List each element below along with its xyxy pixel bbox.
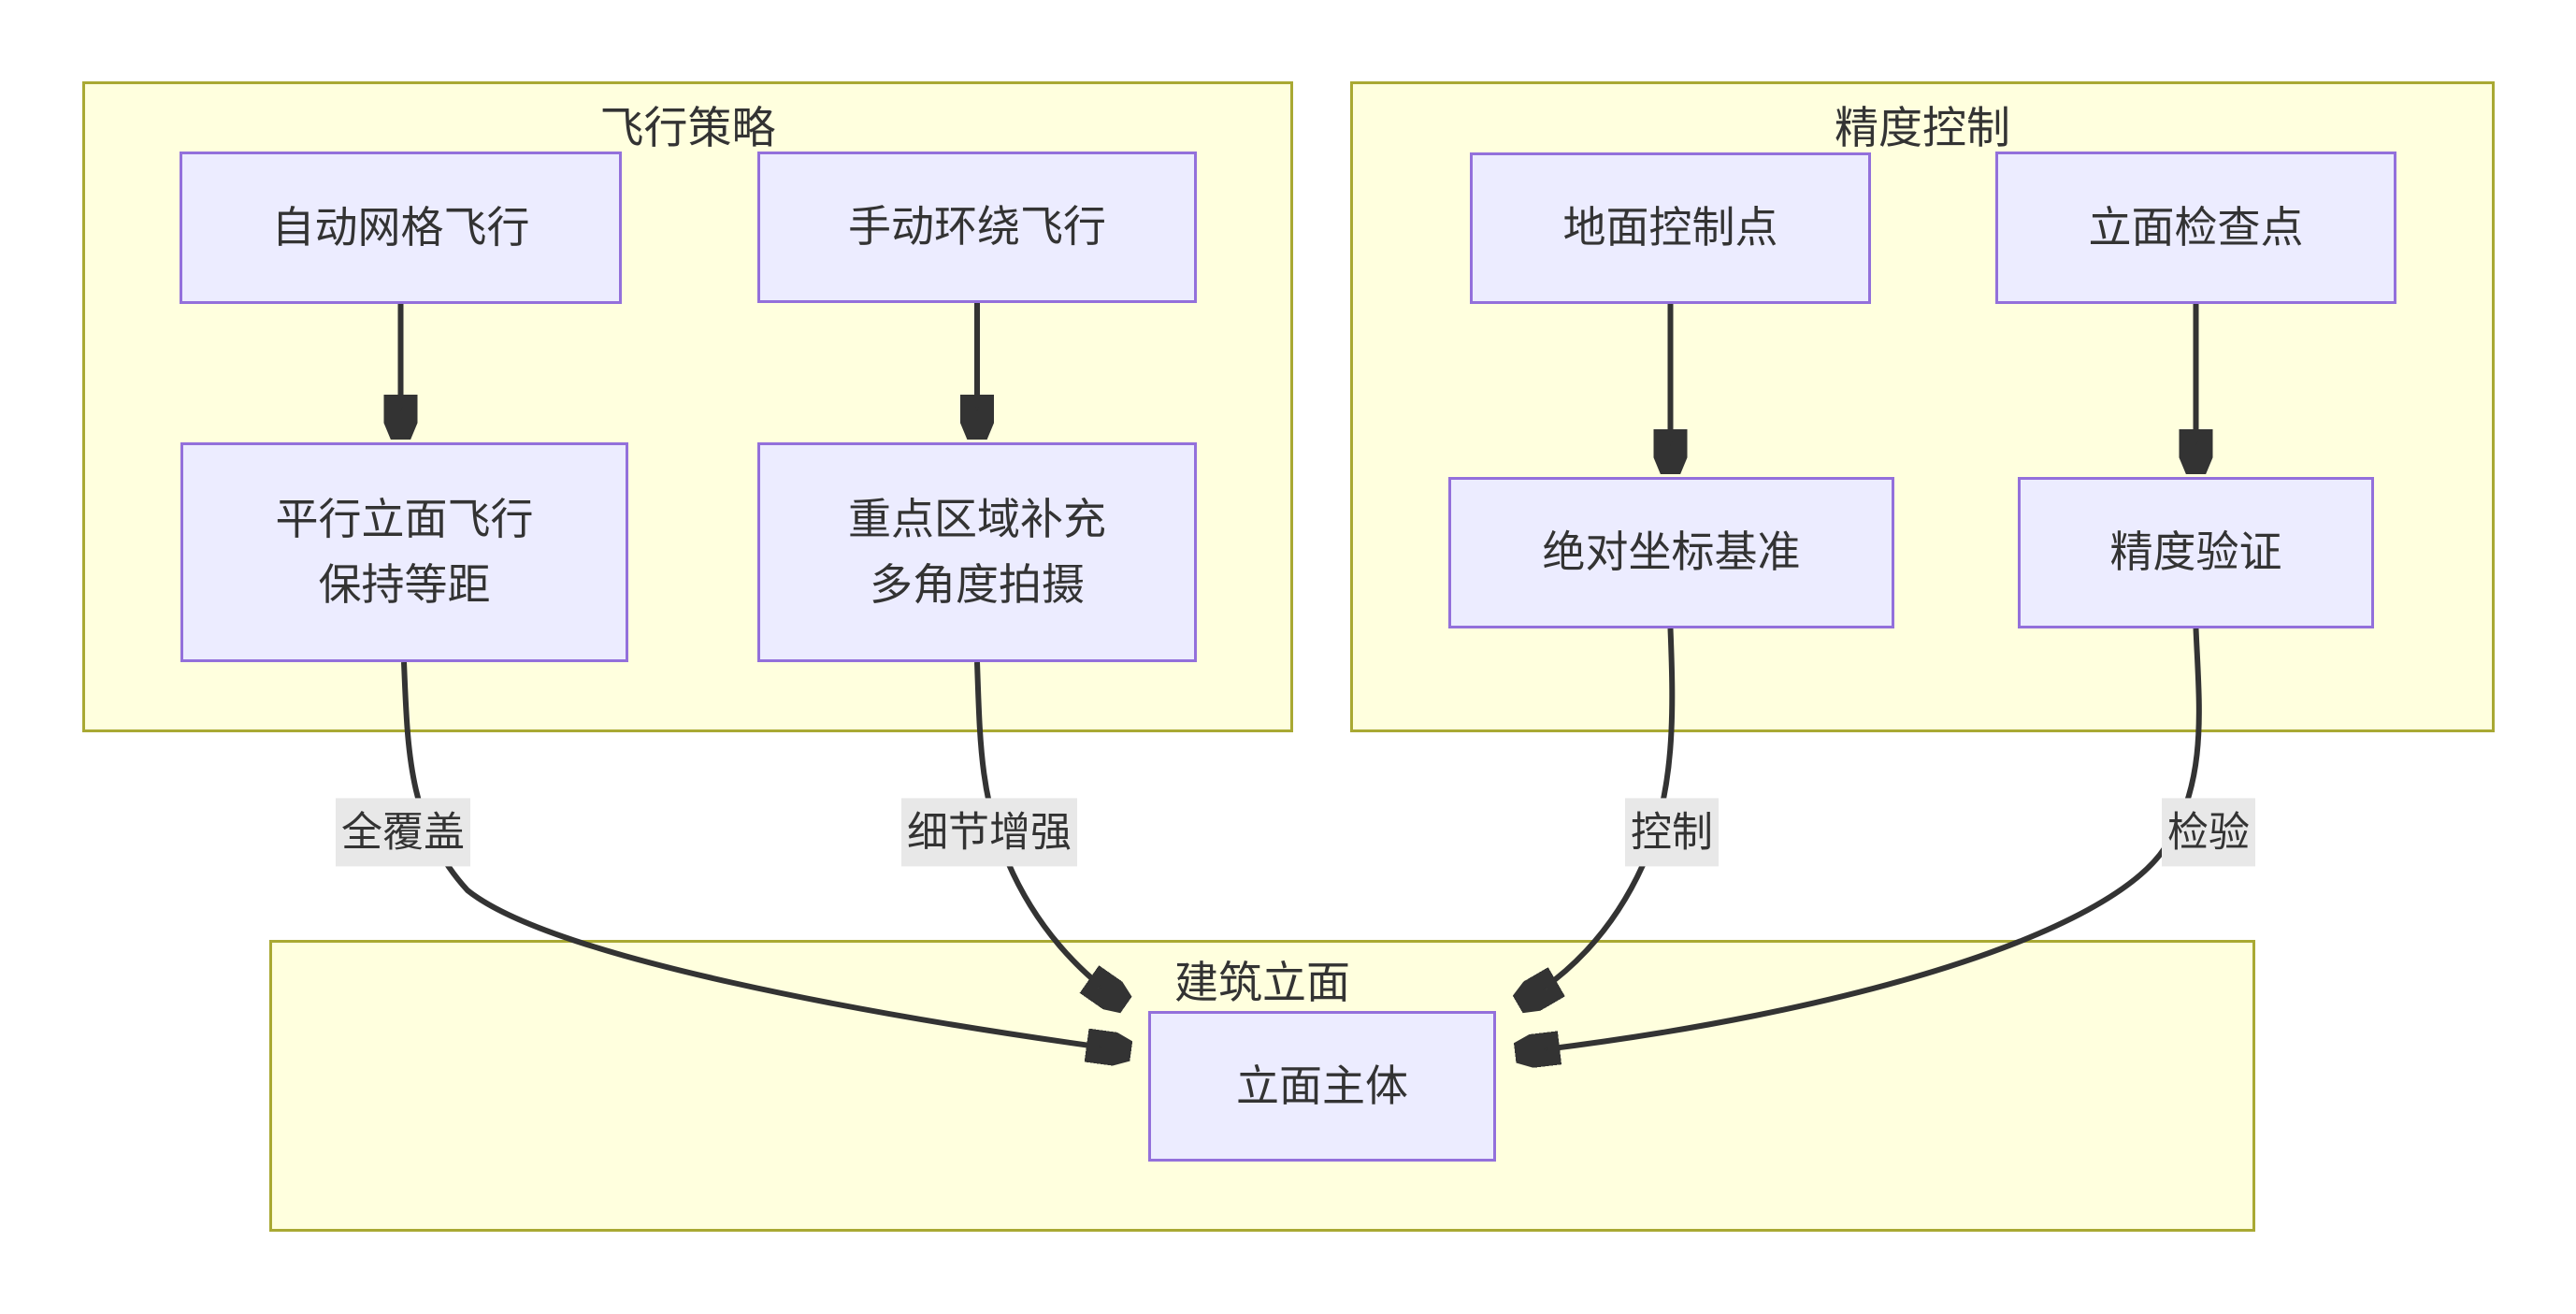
edge-parallel-to-facademain: [401, 661, 1124, 1050]
edge-label-control: 控制: [1625, 798, 1719, 867]
node-key-area-line2: 多角度拍摄: [870, 559, 1085, 609]
node-key-area-supplement: 重点区域补充 多角度拍摄: [757, 442, 1197, 662]
node-parallel-facade-line1: 平行立面飞行: [275, 494, 534, 543]
edge-label-detail-enhancement: 细节增强: [901, 798, 1077, 867]
edge-label-full-coverage: 全覆盖: [336, 798, 470, 867]
node-parallel-facade-line2: 保持等距: [318, 559, 491, 609]
node-absolute-coordinate-datum: 绝对坐标基准: [1448, 477, 1894, 628]
node-auto-grid-flight-label: 自动网格飞行: [271, 202, 530, 252]
node-facade-checkpoints: 立面检查点: [1995, 152, 2396, 304]
edge-label-check: 检验: [2162, 798, 2255, 867]
node-accuracy-verification-label: 精度验证: [2109, 527, 2282, 577]
node-manual-orbit-flight-label: 手动环绕飞行: [848, 202, 1106, 252]
node-ground-control-points: 地面控制点: [1470, 152, 1871, 304]
node-absolute-coordinate-datum-label: 绝对坐标基准: [1542, 527, 1801, 577]
node-parallel-facade-flight: 平行立面飞行 保持等距: [180, 442, 628, 662]
cluster-precision-control-title: 精度控制: [1835, 103, 2010, 152]
node-ground-control-points-label: 地面控制点: [1562, 203, 1778, 253]
node-facade-checkpoints-label: 立面检查点: [2088, 202, 2304, 252]
node-auto-grid-flight: 自动网格飞行: [180, 152, 622, 304]
node-key-area-line1: 重点区域补充: [848, 494, 1106, 543]
cluster-building-facade-title: 建筑立面: [1174, 958, 1350, 1007]
cluster-flight-strategy-title: 飞行策略: [599, 103, 776, 152]
node-manual-orbit-flight: 手动环绕飞行: [757, 152, 1197, 303]
edge-verify-to-facademain: [1522, 628, 2202, 1052]
node-facade-main-body: 立面主体: [1148, 1011, 1496, 1162]
node-facade-main-body-label: 立面主体: [1236, 1061, 1408, 1110]
node-accuracy-verification: 精度验证: [2018, 477, 2374, 628]
